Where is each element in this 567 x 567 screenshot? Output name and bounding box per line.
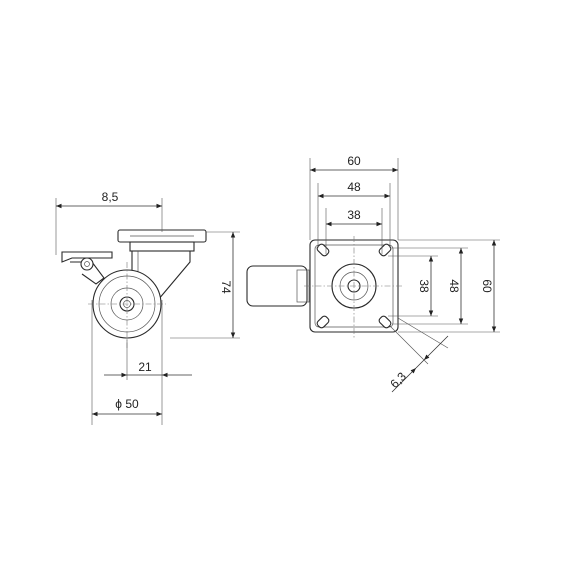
dim-offset-label: 21 bbox=[138, 360, 152, 374]
dim-hole-spacing-inner-label: 38 bbox=[347, 208, 361, 222]
dim-width-label: 8,5 bbox=[102, 190, 119, 204]
side-view: 8,5 21 ϕ 50 74 bbox=[55, 190, 240, 425]
dim-vertical-38-label: 38 bbox=[417, 279, 431, 293]
brake-pivot bbox=[80, 257, 94, 271]
dim-vertical-48-label: 48 bbox=[447, 279, 461, 293]
swivel-head bbox=[129, 241, 195, 252]
dim-hole-spacing-outer-label: 48 bbox=[347, 180, 361, 194]
dim-height-label: 74 bbox=[219, 280, 233, 294]
top-view: 60 48 38 38 48 60 6,3 bbox=[246, 154, 500, 393]
dim-hole-diameter-label: 6,3 bbox=[387, 369, 409, 391]
dim-vertical-60-label: 60 bbox=[480, 279, 494, 293]
brake-lever-top bbox=[246, 265, 308, 307]
dim-wheel-diameter-label: ϕ 50 bbox=[115, 397, 139, 411]
dim-plate-width-label: 60 bbox=[347, 154, 361, 168]
brake-pedal bbox=[61, 251, 113, 263]
